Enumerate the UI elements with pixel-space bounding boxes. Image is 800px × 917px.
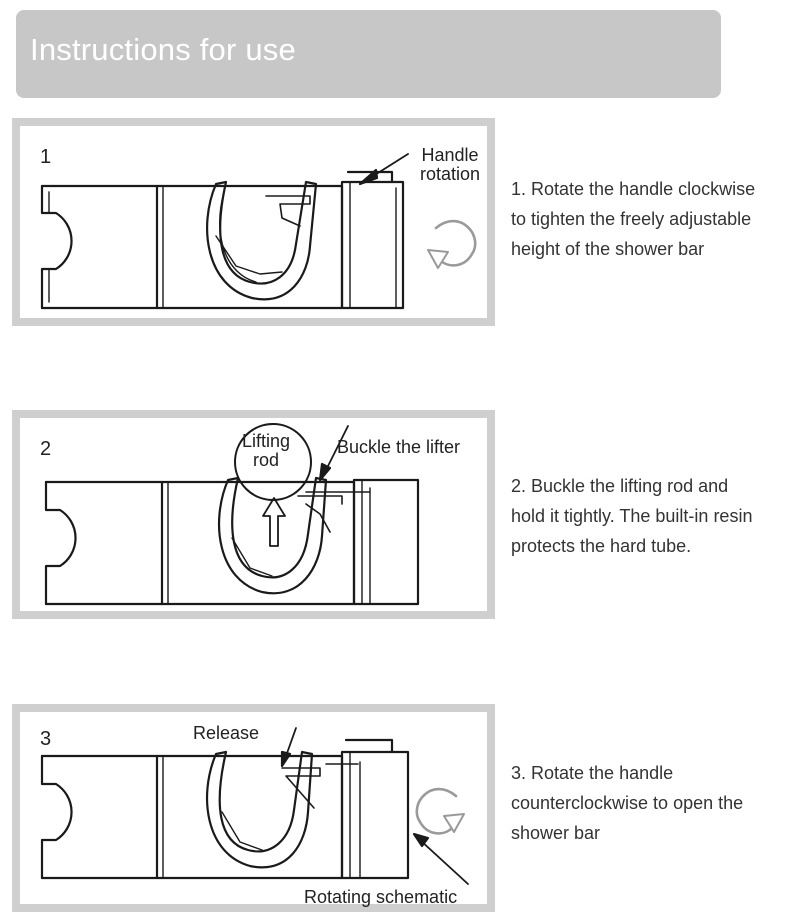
page-title: Instructions for use xyxy=(30,32,296,67)
step-1-description: 1. Rotate the handle clockwise to tighte… xyxy=(511,174,796,264)
callout-rotating-schematic: Rotating schematic xyxy=(304,887,458,907)
callout-line: rotation xyxy=(420,164,481,184)
callout-line: rod xyxy=(252,450,279,470)
description-line: to tighten the freely adjustable xyxy=(511,209,752,229)
step-2-description: 2. Buckle the lifting rod and hold it ti… xyxy=(511,471,796,561)
step-3-panel: 3 Release Rotating schematic xyxy=(12,704,495,912)
callout-lifting-rod: Lifting rod xyxy=(231,432,301,470)
description-line: height of the shower bar xyxy=(511,239,705,259)
step-1-panel: 1 Handle rotation xyxy=(12,118,495,326)
step-1-diagram xyxy=(40,153,477,310)
step-3-diagram xyxy=(40,727,469,885)
description-line: 2. Buckle the lifting rod and xyxy=(511,476,729,496)
step-number: 3 xyxy=(40,728,52,750)
description-line: 3. Rotate the handle xyxy=(511,763,674,783)
step-2-diagram xyxy=(44,423,420,606)
description-line: protects the hard tube. xyxy=(511,536,692,556)
header-banner: Instructions for use xyxy=(16,10,721,98)
description-line: counterclockwise to open the xyxy=(511,793,744,813)
description-line: 1. Rotate the handle clockwise xyxy=(511,179,756,199)
description-line: shower bar xyxy=(511,823,601,843)
callout-line: Lifting xyxy=(241,431,291,451)
step-number: 1 xyxy=(40,146,52,168)
callout-handle-rotation: Handle rotation xyxy=(420,146,480,184)
step-3-description: 3. Rotate the handle counterclockwise to… xyxy=(511,758,796,848)
description-line: hold it tightly. The built-in resin xyxy=(511,506,753,526)
step-2-panel: 2 Lifting rod Buckle the lifter xyxy=(12,410,495,619)
callout-buckle-lifter: Buckle the lifter xyxy=(337,437,461,457)
callout-release: Release xyxy=(193,723,260,743)
callout-line: Handle xyxy=(421,145,479,165)
step-number: 2 xyxy=(40,438,52,460)
